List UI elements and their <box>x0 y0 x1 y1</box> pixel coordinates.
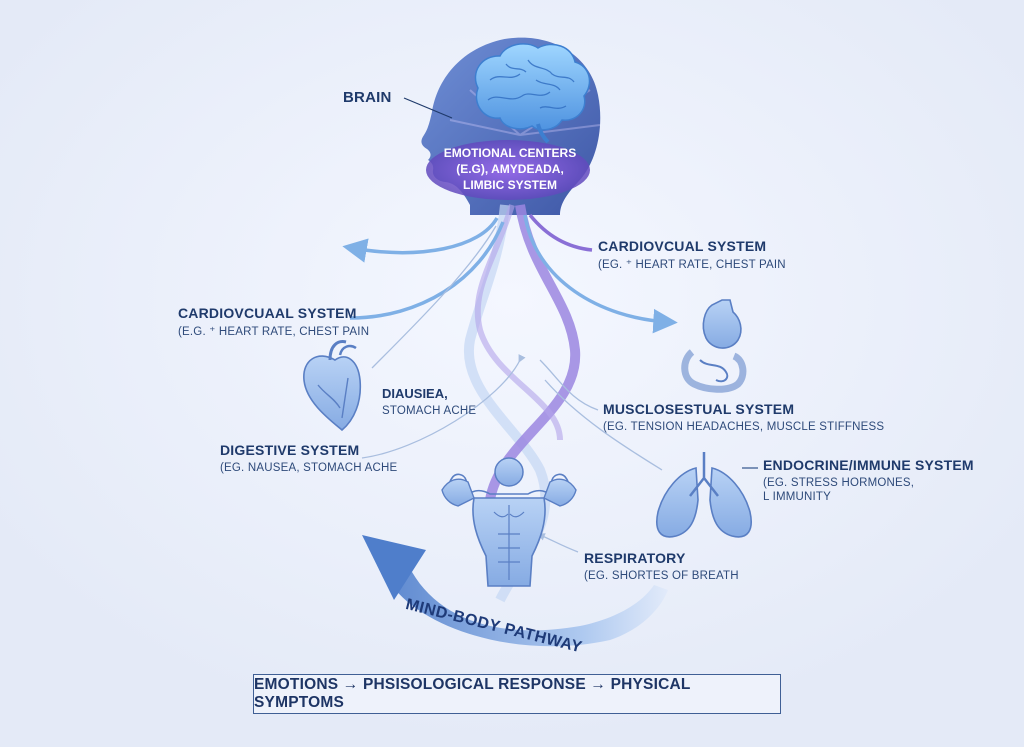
cardio-left-label: CARDIOVCUAAL SYSTEM (e.g. ⁺ HEART RATE, … <box>178 305 369 338</box>
brain-pointer-line <box>403 97 453 119</box>
diausiea-title: DIAUSIEA, <box>382 386 448 401</box>
respiratory-title: RESPIRATORY <box>584 550 686 566</box>
cardio-right-title: CARDIOVCUAL SYSTEM <box>598 238 767 254</box>
thin-connector-lines <box>361 225 758 553</box>
digestive-title: DIGESTIVE SYSTEM <box>220 442 360 458</box>
endocrine-label: ENDOCRINE/IMMUNE SYSTEM (eg. STRESS HORM… <box>763 457 974 503</box>
brain-label: BRAIN <box>343 89 392 106</box>
diausiea-label: DIAUSIEA, STOMACH ACHE <box>382 386 476 417</box>
emotional-centers-label: EMOTIONAL CENTERS (e.g), AMYDEADA, LIMBI… <box>430 145 590 193</box>
endocrine-sub-2: L IMMUNITY <box>763 491 832 503</box>
diausiea-sub: STOMACH ACHE <box>382 405 477 417</box>
endocrine-title: ENDOCRINE/IMMUNE SYSTEM <box>763 457 974 473</box>
cardio-right-label: CARDIOVCUAL SYSTEM (eg. ⁺ HEART RATE, CH… <box>598 238 786 271</box>
mind-body-pathway-arrow <box>362 535 668 647</box>
cardio-right-sub: (eg. ⁺ HEART RATE, CHEST PAIN <box>598 259 786 271</box>
endocrine-sub-1: (eg. STRESS HORMONES, <box>763 477 915 489</box>
respiratory-label: RESPIRATORY (eg. SHORTES OF BREATH <box>584 550 739 582</box>
body-figure-icon <box>441 457 577 587</box>
signal-arrows <box>342 213 678 334</box>
emotional-centers-line-3: LIMBIC SYSTEM <box>462 178 557 192</box>
stomach-icon <box>681 299 747 393</box>
respiratory-sub: (eg. SHORTES OF BREATH <box>584 570 739 582</box>
heart-icon <box>303 340 362 432</box>
formula-box: EMOTIONS → PHSISOLOGICAL RESPONSE → PHYS… <box>253 674 781 714</box>
cardio-left-sub: (e.g. ⁺ HEART RATE, CHEST PAIN <box>178 326 370 338</box>
digestive-sub: (eg. NAUSEA, STOMACH ACHE <box>220 462 398 474</box>
digestive-label: DIGESTIVE SYSTEM (eg. NAUSEA, STOMACH AC… <box>220 442 397 474</box>
emotional-centers-line-2: (e.g), AMYDEADA, <box>456 162 564 176</box>
musculo-label: MUSCLOSESTUAL SYSTEM (eg. TENSION HEADAC… <box>603 401 884 433</box>
musculo-sub: (eg. TENSION HEADACHES, MUSCLE STIFFNESS <box>603 421 885 433</box>
emotional-centers-line-1: EMOTIONAL CENTERS <box>443 146 577 160</box>
musculo-title: MUSCLOSESTUAL SYSTEM <box>603 401 795 417</box>
brain-icon <box>474 43 591 144</box>
lungs-icon <box>656 452 752 538</box>
cardio-left-title: CARDIOVCUAAL SYSTEM <box>178 305 357 321</box>
